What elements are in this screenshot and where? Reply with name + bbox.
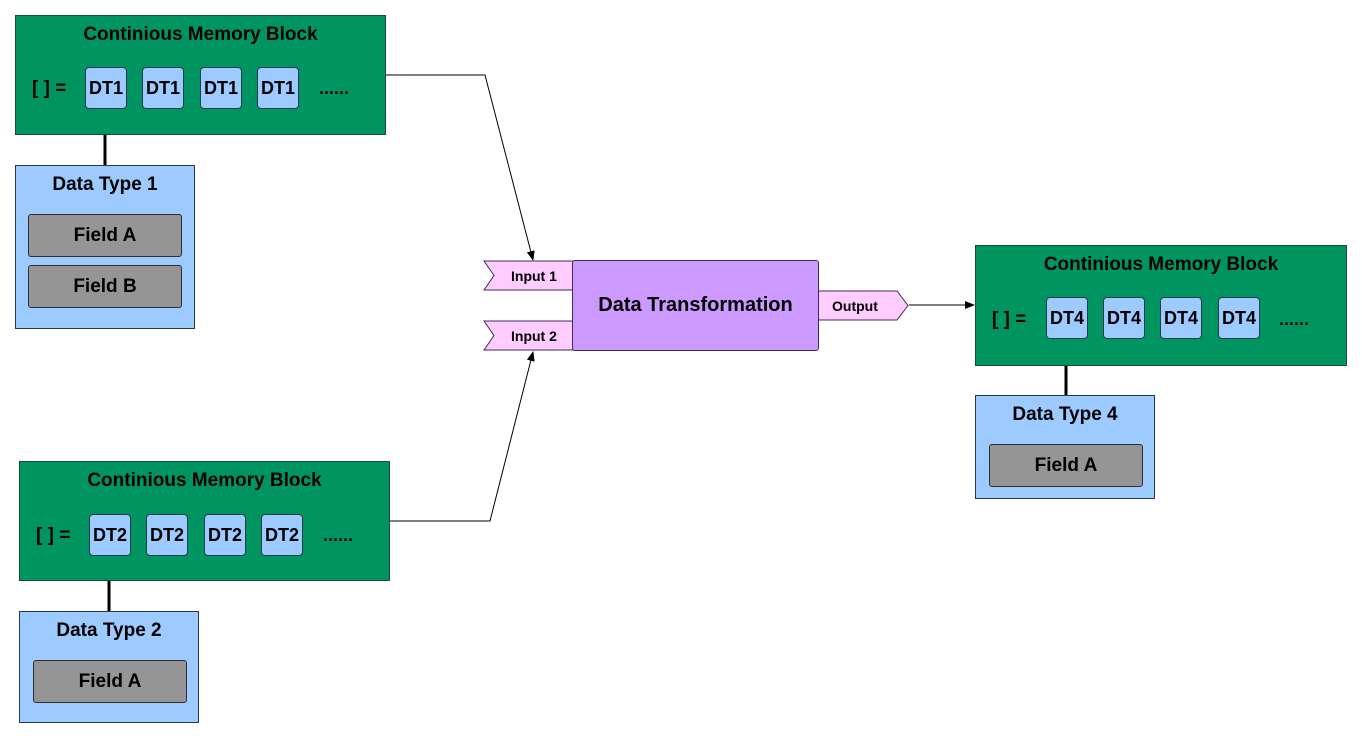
memory-block-title: Continious Memory Block: [1043, 254, 1279, 275]
input-2-label: Input 2: [511, 328, 557, 344]
memory-cell: DT1: [85, 67, 127, 109]
memory-cell: DT2: [89, 514, 131, 556]
memory-cell: DT4: [1218, 297, 1260, 339]
field-box: Field B: [28, 265, 182, 308]
ellipsis: ......: [1279, 309, 1310, 329]
memory-block-1: Continious Memory Block [ ] = DT1 DT1 DT…: [15, 15, 386, 135]
memory-cell: DT2: [261, 514, 303, 556]
input-1-port: [483, 260, 574, 291]
memory-block-title: Continious Memory Block: [83, 24, 318, 45]
memory-block-2: Continious Memory Block [ ] = DT2 DT2 DT…: [19, 461, 390, 581]
field-box: Field A: [989, 444, 1143, 487]
arrow-block1-to-input1: [386, 74, 535, 261]
memory-cell: DT2: [204, 514, 246, 556]
ellipsis: ......: [323, 525, 354, 545]
ellipsis: ......: [319, 78, 350, 98]
arrow-block2-to-input2: [390, 351, 535, 522]
memory-cell: DT4: [1160, 297, 1202, 339]
memory-block-4: Continious Memory Block [ ] = DT4 DT4 DT…: [975, 245, 1347, 366]
data-type-2-box: Data Type 2 Field A: [19, 611, 199, 723]
array-prefix: [ ] =: [32, 78, 67, 99]
memory-cell: DT4: [1103, 297, 1145, 339]
data-type-title: Data Type 1: [52, 174, 158, 195]
memory-cell: DT1: [200, 67, 242, 109]
output-label: Output: [832, 298, 878, 314]
data-type-4-box: Data Type 4 Field A: [975, 395, 1155, 499]
memory-cell: DT2: [146, 514, 188, 556]
input-1-label: Input 1: [511, 268, 557, 284]
memory-block-title: Continious Memory Block: [87, 470, 322, 491]
data-type-title: Data Type 2: [56, 620, 162, 641]
data-type-1-box: Data Type 1 Field A Field B: [15, 165, 195, 329]
field-box: Field A: [33, 660, 187, 703]
field-box: Field A: [28, 214, 182, 257]
memory-cell: DT4: [1046, 297, 1088, 339]
memory-cell: DT1: [142, 67, 184, 109]
memory-cell: DT1: [257, 67, 299, 109]
input-2-port: [483, 320, 574, 351]
data-transformation-box: Data Transformation: [572, 260, 819, 351]
array-prefix: [ ] =: [36, 525, 71, 546]
array-prefix: [ ] =: [992, 309, 1027, 330]
data-type-title: Data Type 4: [1012, 404, 1118, 425]
